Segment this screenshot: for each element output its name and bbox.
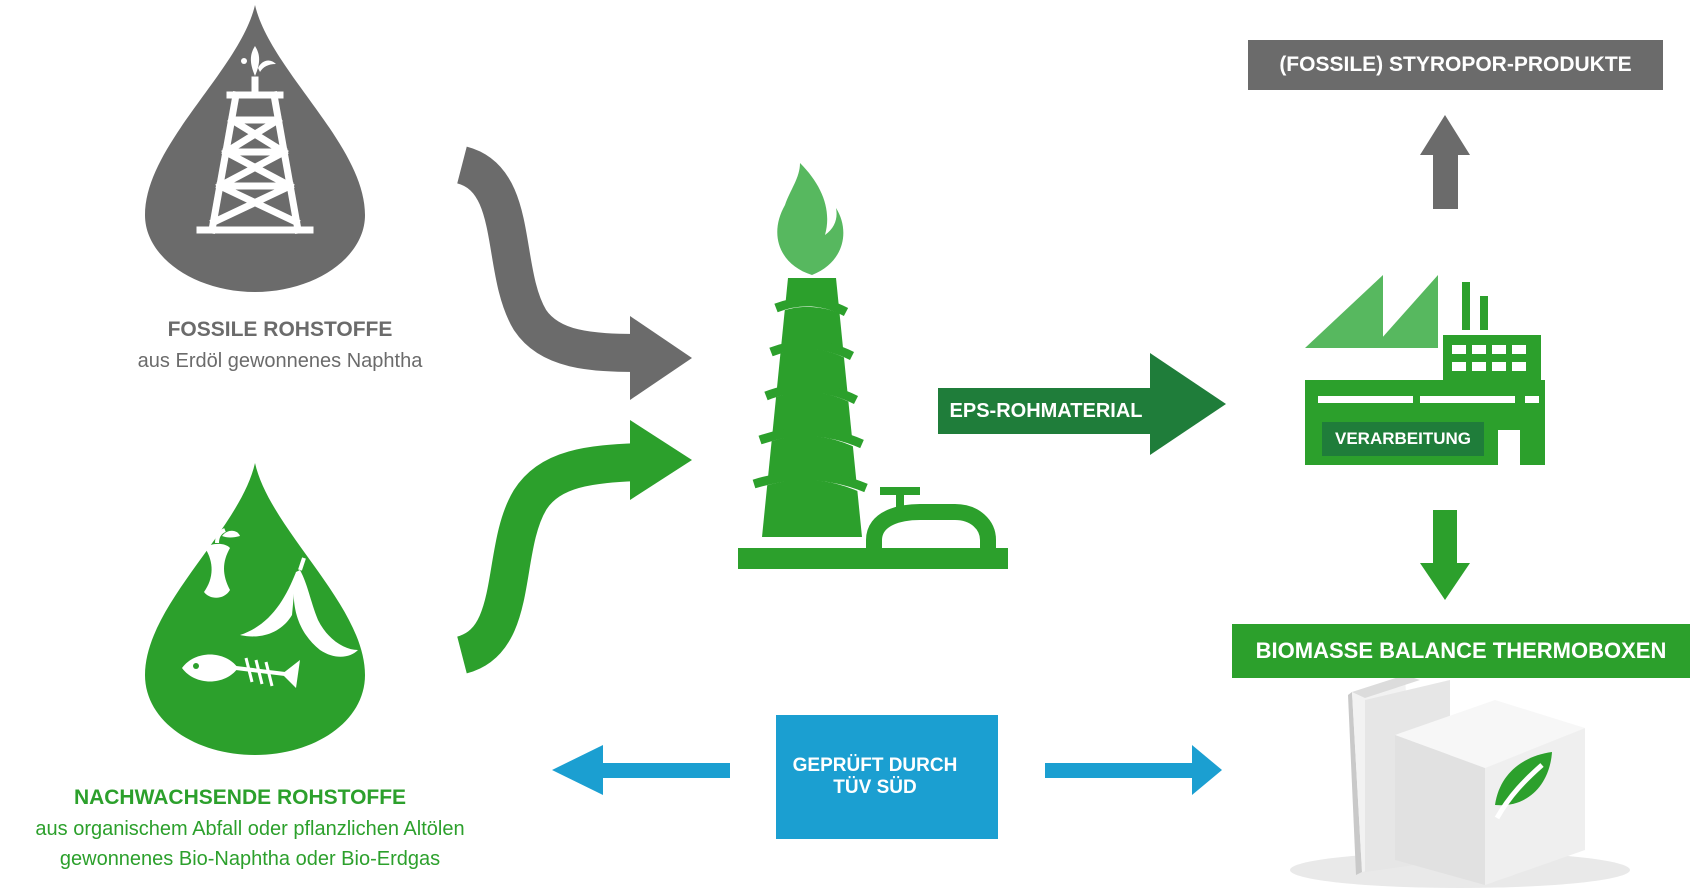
- verarbeitung-label: VERARBEITUNG: [1322, 422, 1484, 456]
- organic-waste-drop-icon: [145, 463, 365, 755]
- renewable-input-arrow: [455, 420, 692, 674]
- renewable-subtitle-line2: gewonnenes Bio-Naphtha oder Bio-Erdgas: [59, 848, 441, 870]
- fossil-title: FOSSILE ROHSTOFFE: [167, 318, 393, 341]
- fossil-input-arrow: [455, 146, 692, 400]
- renewable-title: NACHWACHSENDE ROHSTOFFE: [73, 786, 407, 809]
- tuev-line1: GEPRÜFT DURCH: [792, 755, 958, 776]
- fossil-products-label: (FOSSILE) STYROPOR-PRODUKTE: [1248, 40, 1663, 90]
- oil-rig-drop-icon: [145, 5, 365, 292]
- tuev-certification-badge: GEPRÜFT DURCH TÜV SÜD: [776, 715, 998, 839]
- down-arrow-biomass: [1420, 510, 1470, 600]
- eps-label: EPS-ROHMATERIAL: [938, 388, 1154, 434]
- blue-arrow-left: [552, 745, 730, 795]
- thermobox-leaf-icon: [1290, 675, 1630, 888]
- fossil-subtitle: aus Erdöl gewonnenes Naphtha: [137, 350, 423, 372]
- eps-arrow: [1150, 353, 1226, 455]
- refinery-flame-icon: [738, 163, 1008, 569]
- up-arrow-fossil-products: [1420, 115, 1470, 209]
- biomass-products-label: BIOMASSE BALANCE THERMOBOXEN: [1232, 624, 1690, 678]
- blue-arrow-right: [1045, 745, 1222, 795]
- tuev-line2: TÜV SÜD: [833, 777, 917, 798]
- renewable-subtitle-line1: aus organischem Abfall oder pflanzlichen…: [35, 818, 465, 840]
